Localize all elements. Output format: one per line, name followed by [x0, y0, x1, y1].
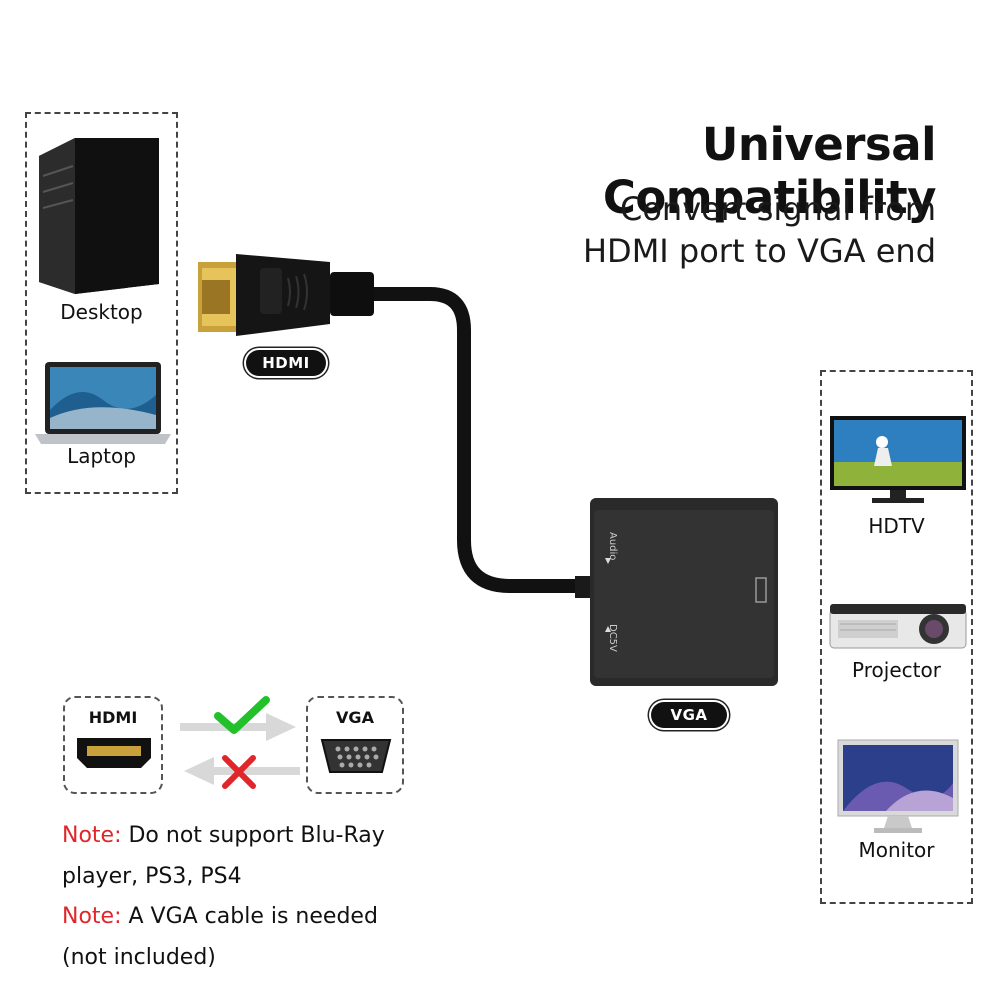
vga-port-box: VGA [306, 696, 404, 794]
cross-icon [222, 755, 256, 789]
note-line-1: Note: Do not support Blu-Ray [62, 816, 462, 857]
note-prefix: Note: [62, 904, 122, 929]
note-text: A VGA cable is needed [121, 904, 378, 929]
hdmi-to-vga-adapter-cable [198, 254, 778, 686]
hdmi-port-label: HDMI [88, 708, 138, 727]
note-line-4: (not included) [62, 938, 462, 979]
vga-port-icon [320, 739, 392, 773]
note-text: player, PS3, PS4 [62, 863, 242, 889]
hdmi-port-icon [77, 738, 151, 768]
source-devices-box: Desktop Laptop [25, 112, 178, 494]
source-label-laptop: Laptop [67, 444, 136, 468]
hdmi-tag: HDMI [246, 350, 326, 376]
port-label-audio: Audio [607, 532, 618, 561]
note-line-3: Note: A VGA cable is needed [62, 897, 462, 938]
display-label-hdtv: HDTV [868, 514, 925, 538]
vga-port-label: VGA [336, 708, 374, 727]
display-devices-box: HDTV Projector Monitor [820, 370, 973, 904]
check-icon [214, 696, 270, 734]
display-label-monitor: Monitor [858, 838, 935, 862]
note-text: (not included) [62, 944, 216, 970]
projector-icon [829, 604, 967, 649]
display-label-projector: Projector [852, 658, 941, 682]
note-text: Do not support Blu-Ray [121, 823, 385, 848]
source-label-desktop: Desktop [60, 300, 143, 324]
page-title: Universal Compatibility [602, 118, 937, 224]
note-prefix: Note: [62, 823, 122, 848]
hdmi-port-box: HDMI [63, 696, 163, 794]
port-label-power: DC5V [607, 624, 618, 652]
page-subtitle: Convert signal from HDMI port to VGA end [476, 188, 936, 272]
note-line-2: player, PS3, PS4 [62, 857, 462, 898]
notes-block: Note: Do not support Blu-Ray player, PS3… [62, 816, 462, 978]
laptop-icon [35, 362, 171, 444]
monitor-icon [837, 739, 959, 833]
subtitle-line-2: HDMI port to VGA end [582, 232, 936, 270]
subtitle-line-1: Convert signal from [620, 190, 936, 228]
vga-tag: VGA [651, 702, 727, 728]
hdtv-icon [830, 416, 966, 503]
desktop-tower-icon [39, 138, 159, 294]
